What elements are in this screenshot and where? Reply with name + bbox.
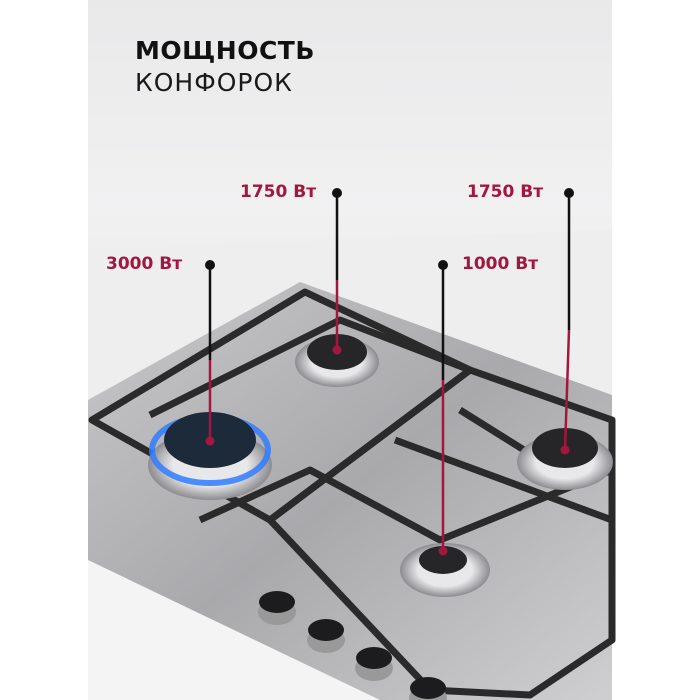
control-knobs (258, 591, 447, 700)
pointer-front-left (205, 260, 215, 446)
burner-power-label-front-right: 1000 Вт (462, 254, 539, 274)
burner-front-right (400, 543, 490, 597)
heading-power: МОЩНОСТЬ (135, 36, 315, 65)
burner-power-label-right: 1750 Вт (467, 182, 544, 202)
pointer-right (560, 188, 574, 455)
burner-power-label-front-left: 3000 Вт (106, 254, 183, 274)
pointer-front-right (438, 260, 448, 556)
burner-power-label-rear-left: 1750 Вт (240, 182, 317, 202)
pointer-rear-left (332, 188, 342, 355)
heading-burners: КОНФОРОК (135, 68, 293, 97)
